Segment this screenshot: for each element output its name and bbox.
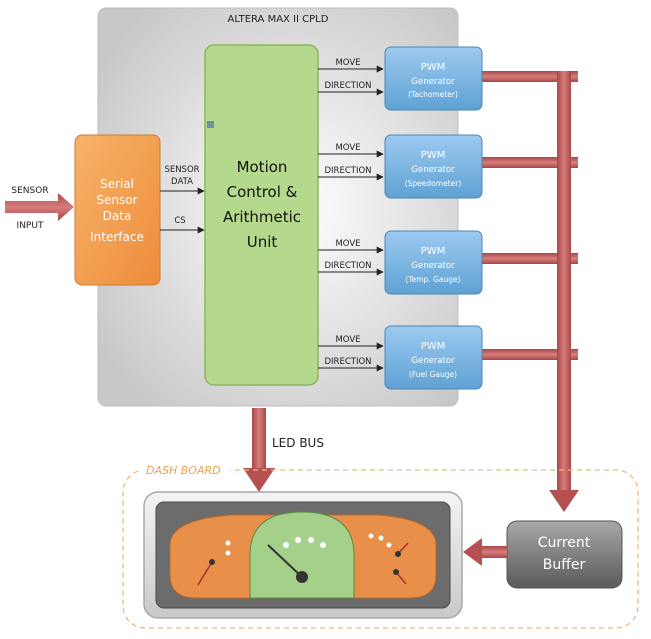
move-label-4: MOVE [335,335,360,345]
serial-sensor-interface-block [74,134,161,286]
serial-label-3: Data [103,209,132,223]
led-bus-arrow [243,408,275,492]
motion-control-port-marker [207,121,214,128]
pwm-line3-3: (Temp. Gauge) [405,275,460,284]
sensor-data-label-1: SENSOR [164,165,199,175]
serial-label-4: Interface [90,230,144,244]
direction-label-4: DIRECTION [324,357,371,367]
buffer-label-2: Buffer [543,557,586,573]
direction-label-2: DIRECTION [324,166,371,176]
buffer-to-dashboard-arrow [463,538,507,566]
pwm-block-temp-gauge: PWM Generator (Temp. Gauge) [384,230,483,295]
pwm-line2-4: Generator [411,356,455,366]
pwm-line3-4: (Fuel Gauge) [409,370,457,379]
pwm-line3-1: (Tachometer) [408,90,458,99]
move-label-3: MOVE [335,239,360,249]
motion-label-3: Arithmetic [223,208,301,226]
pwm-line2-2: Generator [411,165,455,175]
pwm-line2-1: Generator [411,77,455,87]
cpld-title: ALTERA MAX II CPLD [228,14,329,25]
pwm-block-fuel-gauge: PWM Generator (Fuel Gauge) [384,325,483,390]
pwm-line2-3: Generator [411,261,455,271]
move-label-2: MOVE [335,143,360,153]
direction-label-1: DIRECTION [324,81,371,91]
motion-label-1: Motion [237,158,288,176]
current-buffer-block [506,520,623,589]
dashboard-title: DASH BOARD [146,464,221,477]
direction-label-3: DIRECTION [324,261,371,271]
pwm-line3-2: (Speedometer) [405,179,462,188]
led-bus-label: LED BUS [272,436,324,450]
sensor-input-label-2: INPUT [17,221,44,231]
dashboard-region [122,469,639,629]
serial-label-1: Serial [100,177,134,191]
pwm-title-1: PWM [421,62,446,73]
motion-control-block [204,44,319,386]
sensor-data-label-2: DATA [171,177,193,187]
pwm-title-4: PWM [421,341,446,352]
pwm-block-tachometer: PWM Generator (Tachometer) [384,46,483,111]
pwm-title-2: PWM [421,150,446,161]
dashboard-panel [143,491,463,619]
motion-label-2: Control & [227,183,298,201]
motion-label-4: Unit [247,233,278,251]
pwm-block-speedometer: PWM Generator (Speedometer) [384,134,483,199]
pwm-output-bus [482,71,579,512]
sensor-input-label-1: SENSOR [11,186,48,196]
sensor-input-arrow [5,193,74,221]
serial-label-2: Sensor [96,193,137,207]
pwm-title-3: PWM [421,246,446,257]
buffer-label-1: Current [538,535,591,551]
cs-label: CS [174,216,185,226]
move-label-1: MOVE [335,58,360,68]
